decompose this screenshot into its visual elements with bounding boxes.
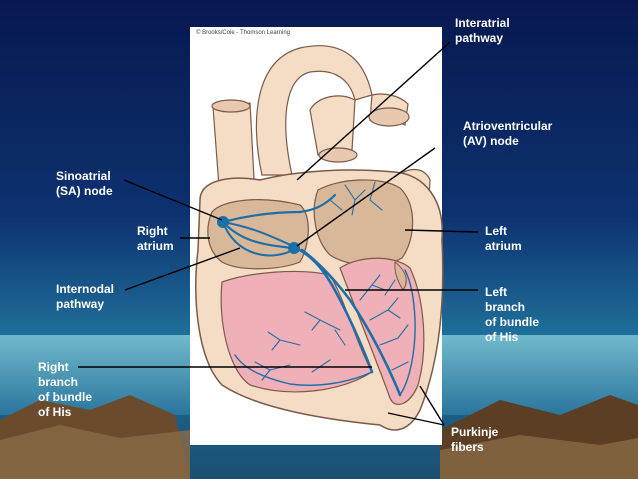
interatrial-pathway <box>221 193 337 224</box>
left-ventricle-chamber <box>339 257 425 406</box>
sa-node-marker <box>217 216 229 228</box>
pulmonary-trunk <box>309 95 356 157</box>
label-sa-node: Sinoatrial (SA) node <box>56 169 113 198</box>
conduction-system <box>221 181 416 397</box>
right-atrium-chamber <box>207 199 309 270</box>
label-purkinje-fibers: Purkinje fibers <box>451 425 499 454</box>
label-left-atrium: Left atrium <box>485 224 522 253</box>
label-right-branch-bundle-of-his: Right branch of bundle of His <box>38 360 92 419</box>
label-interatrial-pathway: Interatrial pathway <box>455 16 510 45</box>
label-right-atrium: Right atrium <box>137 224 174 253</box>
left-bundle-branch <box>300 248 402 397</box>
copyright-credit: © Brooks/Cole - Thomson Learning <box>196 30 291 36</box>
label-av-node: Atrioventricular (AV) node <box>463 119 553 148</box>
leader-lines <box>78 41 479 426</box>
internodal-pathway <box>221 220 295 250</box>
left-atrium-chamber <box>313 179 414 266</box>
av-node-marker <box>288 242 300 254</box>
label-left-branch-bundle-of-his: Left branch of bundle of His <box>485 285 539 344</box>
label-internodal-pathway: Internodal pathway <box>56 282 115 311</box>
